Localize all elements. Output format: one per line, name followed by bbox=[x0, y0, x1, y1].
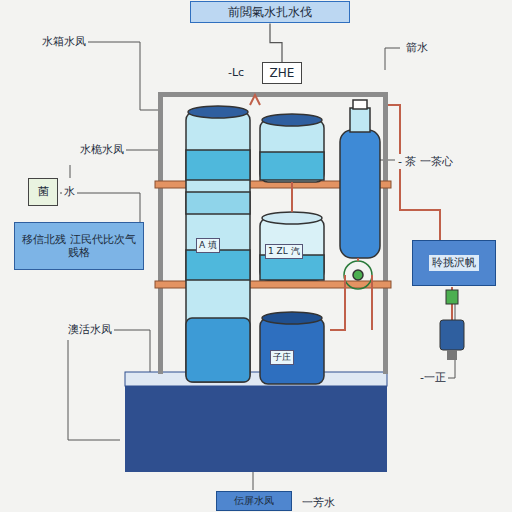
node-text: 聆挑沢帆 bbox=[429, 255, 479, 270]
callout-label: 水箱水凤 bbox=[40, 34, 88, 49]
callout-label: 水桅水凤 bbox=[78, 142, 126, 157]
control-device: 聆挑沢帆 bbox=[412, 240, 496, 286]
node-text: 菌 bbox=[38, 185, 49, 198]
title-box: 前閲氣水扎水伐 bbox=[190, 1, 350, 23]
connector bbox=[270, 23, 282, 62]
info-box: 移信北残 江民代比次气贱格 bbox=[14, 222, 144, 270]
node-text: ZHE bbox=[270, 66, 295, 80]
callout-label: -Lc bbox=[226, 66, 246, 79]
tank-label: A 填 bbox=[196, 238, 220, 253]
callout-label: 一芳水 bbox=[300, 495, 337, 510]
callout-label: 水 bbox=[62, 184, 77, 199]
output-box: 伝屏水凤 bbox=[216, 491, 292, 511]
tag-box: ZHE bbox=[262, 62, 302, 84]
node-text: 伝屏水凤 bbox=[234, 495, 274, 507]
node-text: 前閲氣水扎水伐 bbox=[228, 5, 312, 19]
callout-label: 澳活水凤 bbox=[66, 322, 114, 337]
node-text: 移信北残 江民代比次气 bbox=[22, 233, 136, 246]
sample-box: 菌 bbox=[28, 178, 58, 206]
tank-label: 子庄 bbox=[270, 350, 294, 365]
node-text: 贱格 bbox=[68, 246, 90, 259]
callout-label: -一正 bbox=[418, 370, 448, 385]
base-block bbox=[125, 372, 387, 472]
tank-label: 1 ZL 汽 bbox=[265, 244, 303, 259]
callout-label: - 茶 一茶心 bbox=[396, 154, 455, 169]
callout-label: 箭水 bbox=[404, 40, 430, 55]
